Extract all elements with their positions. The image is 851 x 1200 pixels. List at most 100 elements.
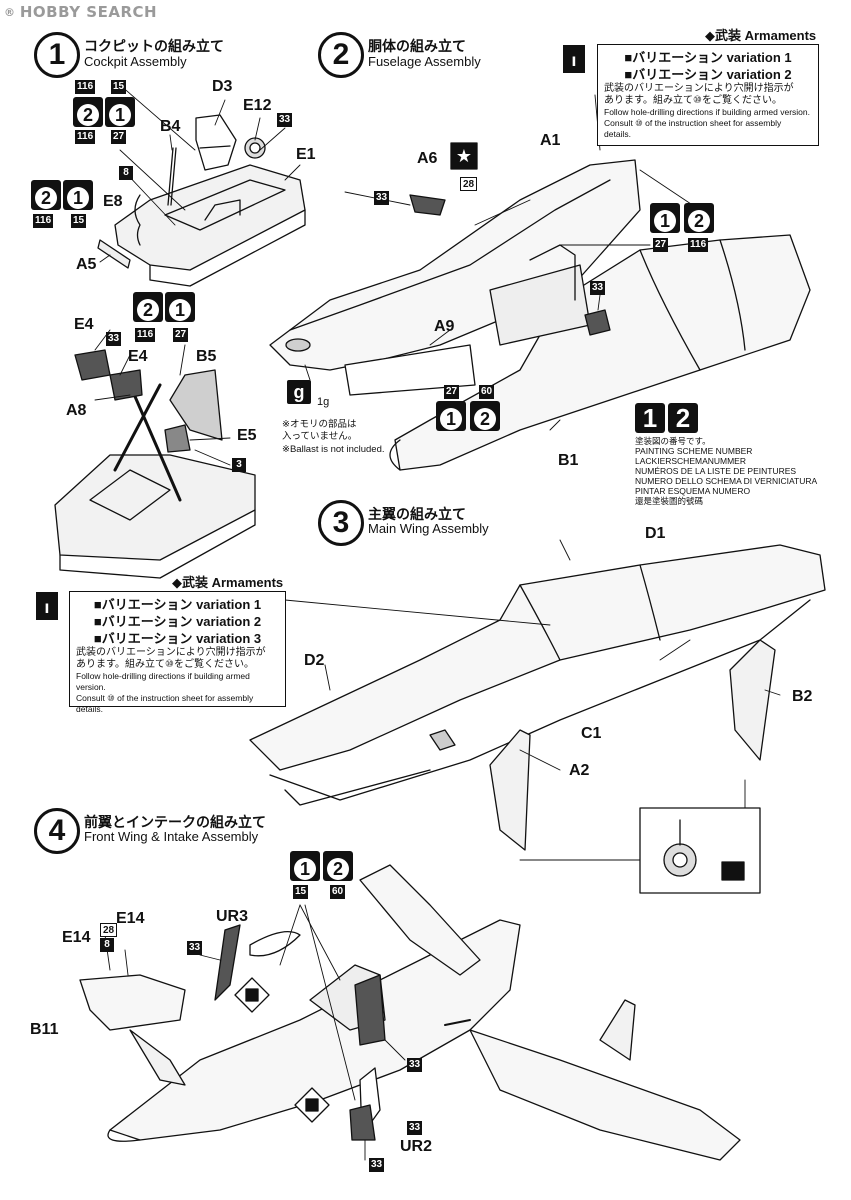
armaments-heading: ◆武装 Armaments <box>705 28 817 43</box>
paint-code-33: 33 <box>277 113 293 127</box>
painting-legend: 塗装図の番号です。 PAINTING SCHEME NUMBER LACKIER… <box>635 436 817 506</box>
paint-code-116: 116 <box>75 80 96 94</box>
part-label-e14: E14 <box>62 929 91 946</box>
paint-code-33: 33 <box>407 1121 423 1135</box>
part-label-d1: D1 <box>645 525 666 542</box>
legend-scheme-1-icon: 1 <box>635 403 665 433</box>
paint-code-33: 33 <box>369 1158 385 1172</box>
legend-line-es: PINTAR ESQUEMA NUMERO <box>635 486 751 496</box>
step-4-number: 4 <box>34 808 80 854</box>
paint-code-8: 8 <box>100 938 114 952</box>
part-label-a8: A8 <box>66 402 87 419</box>
scheme-2-icon: 2 <box>73 97 103 127</box>
part-label-e14: E14 <box>116 910 145 927</box>
scheme-2-icon: 2 <box>323 851 353 881</box>
paint-code-27: 27 <box>444 385 460 399</box>
paint-code-33: 33 <box>407 1058 423 1072</box>
part-label-a6: A6 <box>417 150 438 167</box>
scheme-1-icon: 1 <box>105 97 135 127</box>
part-label-a2: A2 <box>569 762 590 779</box>
armaments-box-step2: ■バリエーション variation 1 ■バリエーション variation … <box>597 44 819 146</box>
variation-1-label: ■バリエーション variation 1 <box>624 50 792 65</box>
scheme-1-icon: 1 <box>436 401 466 431</box>
fuselage-drawing <box>269 94 811 471</box>
paint-code-15: 15 <box>71 214 87 228</box>
seat-sub-assembly-drawing <box>54 329 256 579</box>
drill-note-en-1: Follow hole-drilling directions if build… <box>76 671 250 692</box>
part-label-e8: E8 <box>103 193 123 210</box>
paint-code-15: 15 <box>293 885 309 899</box>
part-label-c1: C1 <box>581 725 602 742</box>
aircraft-drawing <box>79 864 741 1161</box>
scheme-1-icon: 1 <box>290 851 320 881</box>
step-1-title-jp: コクピットの組み立て <box>84 38 224 54</box>
drill-note-jp-1: 武装のバリエーションにより穴開け指示が <box>604 83 794 94</box>
paint-code-60: 60 <box>330 885 346 899</box>
drill-note-jp-2: あります。組み立て⑩をご覧ください。 <box>604 95 782 106</box>
part-label-b11: B11 <box>30 1021 59 1038</box>
ballast-note-jp-2: 入っていません。 <box>282 431 358 442</box>
scheme-1-icon: 1 <box>165 292 195 322</box>
paint-code-8: 8 <box>119 166 133 180</box>
variation-3-label: ■バリエーション variation 3 <box>93 631 262 646</box>
part-label-e5: E5 <box>237 427 257 444</box>
step-1-title-en: Cockpit Assembly <box>84 54 187 69</box>
part-label-e4: E4 <box>74 316 94 333</box>
legend-line-zh: 還是塗裝圖的號碼 <box>635 496 704 506</box>
part-label-ur3: UR3 <box>216 908 249 925</box>
drill-icon: ╻ <box>36 592 58 620</box>
drill-note-en-3: details. <box>76 704 103 714</box>
watermark: ® HOBBY SEARCH <box>4 3 158 21</box>
paint-code-33: 33 <box>106 332 122 346</box>
scheme-2-icon: 2 <box>133 292 163 322</box>
step-3-number: 3 <box>318 500 364 546</box>
step-3-title-en: Main Wing Assembly <box>368 521 489 536</box>
paint-code-27: 27 <box>111 130 127 144</box>
part-label-ur2: UR2 <box>400 1138 433 1155</box>
drill-note-en-2: Consult ⑩ of the instruction sheet for a… <box>604 118 782 128</box>
part-label-b1: B1 <box>558 452 579 469</box>
ballast-note-jp-1: ※オモリの部品は <box>282 419 357 430</box>
paint-code-27: 27 <box>173 328 189 342</box>
drill-note-jp-2: あります。組み立て⑩をご覧ください。 <box>76 659 254 670</box>
ballast-note-en: ※Ballast is not included. <box>282 444 385 455</box>
ballast-weight: 1g <box>317 396 330 408</box>
step-3-title-jp: 主翼の組み立て <box>368 506 466 522</box>
scheme-1-icon: 1 <box>63 180 93 210</box>
paint-code-27: 27 <box>653 238 669 252</box>
step-2-title-en: Fuselage Assembly <box>368 54 481 69</box>
paint-code-116: 116 <box>33 214 54 228</box>
drill-icon: ╻ <box>563 45 585 73</box>
legend-line-it: NUMERO DELLO SCHEMA DI VERNICIATURA <box>635 476 818 486</box>
legend-line-jp: 塗装図の番号です。 <box>635 436 711 446</box>
paint-code-15: 15 <box>111 80 127 94</box>
scheme-2-icon: 2 <box>684 203 714 233</box>
part-label-d2: D2 <box>304 652 325 669</box>
step-3-ref-icon: 3 <box>232 458 246 472</box>
drill-note-en-3: details. <box>604 129 631 139</box>
scheme-1-icon: 1 <box>650 203 680 233</box>
variation-1-label: ■バリエーション variation 1 <box>93 597 262 612</box>
paint-code-116: 116 <box>688 238 709 252</box>
drill-note-en-1: Follow hole-drilling directions if build… <box>604 107 810 117</box>
part-label-b2: B2 <box>792 688 813 705</box>
svg-text:★: ★ <box>456 146 472 167</box>
part-label-a5: A5 <box>76 256 97 273</box>
drill-note-en-2: Consult ⑩ of the instruction sheet for a… <box>76 693 254 703</box>
part-label-b5: B5 <box>196 348 217 365</box>
paint-code-116: 116 <box>75 130 96 144</box>
step-4-title-jp: 前翼とインテークの組み立て <box>84 814 266 830</box>
part-label-e12: E12 <box>243 97 272 114</box>
drill-note-jp-1: 武装のバリエーションにより穴開け指示が <box>76 647 266 658</box>
step-2-number: 2 <box>318 32 364 78</box>
part-label-a9: A9 <box>434 318 455 335</box>
main-wing-drawing <box>249 539 826 894</box>
step-4-title-en: Front Wing & Intake Assembly <box>84 829 259 844</box>
variation-2-label: ■バリエーション variation 2 <box>93 614 262 629</box>
scheme-2-icon: 2 <box>31 180 61 210</box>
armaments-heading: ◆武装 Armaments <box>172 575 284 590</box>
scheme-2-icon: 2 <box>470 401 500 431</box>
part-label-e4: E4 <box>128 348 148 365</box>
step-2-title-jp: 胴体の組み立て <box>368 38 466 54</box>
paint-code-28: 28 <box>460 177 478 191</box>
